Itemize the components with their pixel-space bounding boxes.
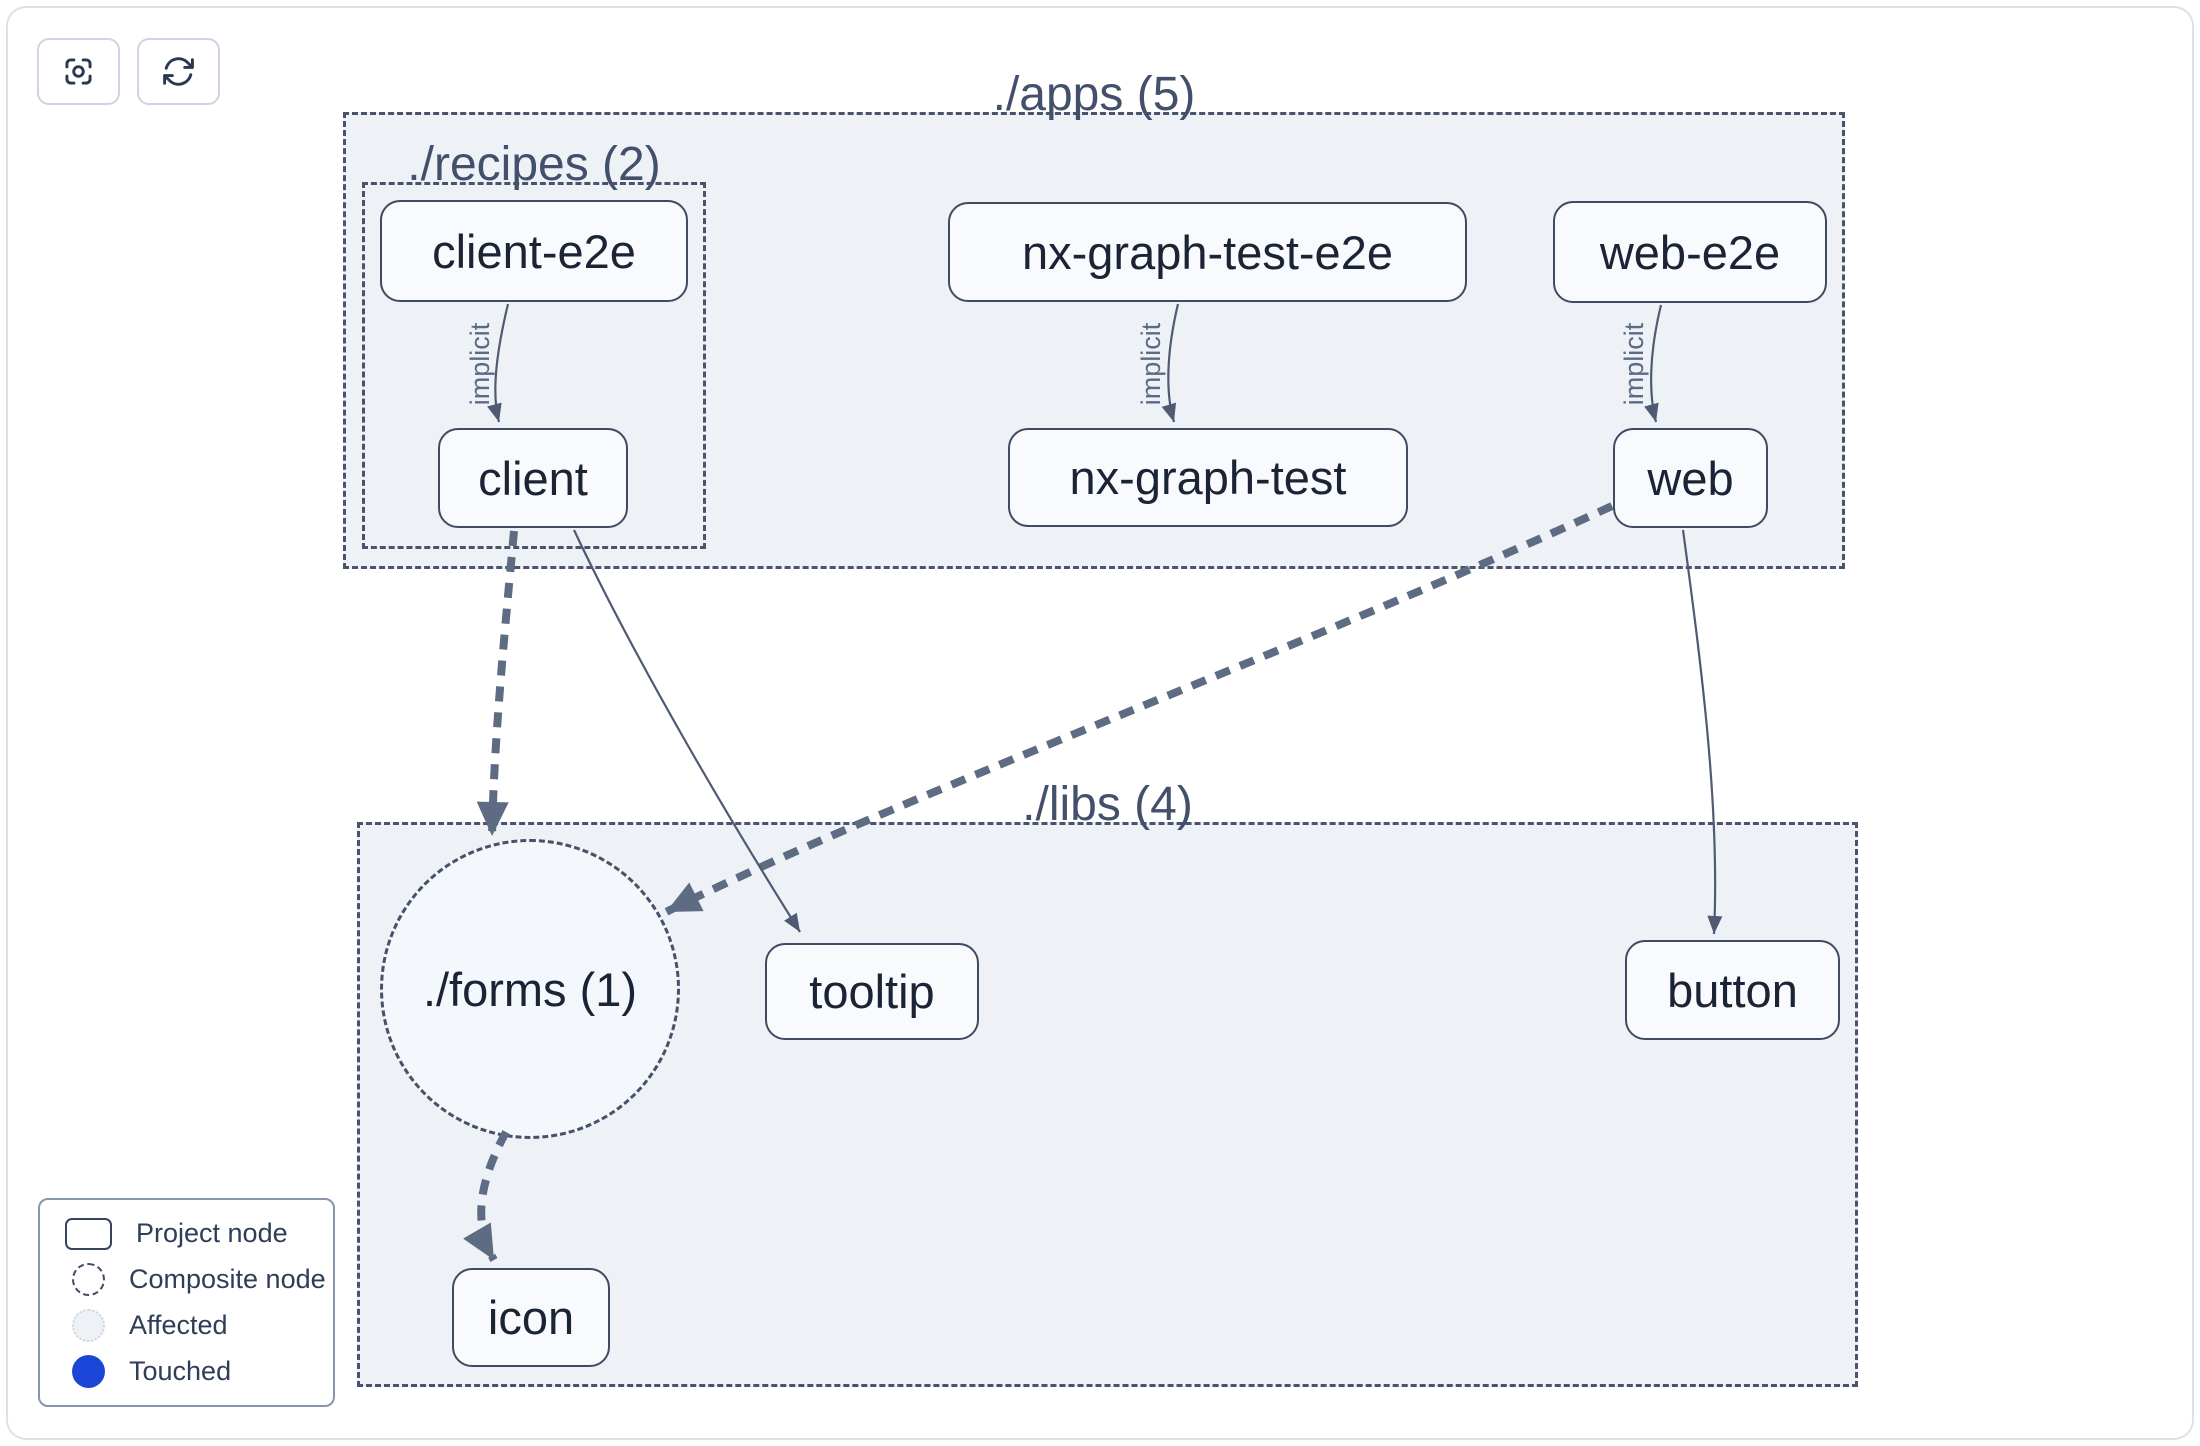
- affected-swatch-icon: [72, 1309, 105, 1342]
- node-tooltip[interactable]: tooltip: [765, 943, 979, 1040]
- legend-label: Touched: [129, 1356, 232, 1386]
- composite-node-swatch-icon: [72, 1263, 105, 1296]
- legend-item-composite-node: Composite node: [65, 1263, 333, 1296]
- legend-label: Composite node: [129, 1264, 326, 1294]
- node-label: web-e2e: [1599, 225, 1781, 279]
- legend-item-touched: Touched: [65, 1355, 333, 1388]
- node-label: web: [1647, 451, 1734, 505]
- node-label: client-e2e: [432, 224, 636, 278]
- node-nx-graph-test-e2e[interactable]: nx-graph-test-e2e: [948, 202, 1467, 302]
- refresh-graph-button[interactable]: [137, 38, 220, 105]
- refresh-icon: [160, 53, 197, 90]
- legend-label: Affected: [129, 1310, 228, 1340]
- composite-node-forms[interactable]: ./forms (1): [380, 839, 680, 1139]
- node-label: icon: [487, 1291, 575, 1344]
- node-label: button: [1667, 963, 1798, 1017]
- composite-node-forms-label: ./forms (1): [422, 962, 638, 1016]
- legend-label: Project node: [136, 1218, 288, 1248]
- touched-swatch-icon: [72, 1355, 105, 1388]
- legend-item-affected: Affected: [65, 1309, 333, 1342]
- node-client-e2e[interactable]: client-e2e: [380, 200, 688, 302]
- node-client[interactable]: client: [438, 428, 628, 528]
- node-nx-graph-test[interactable]: nx-graph-test: [1008, 428, 1408, 527]
- legend: Project node Composite node Affected Tou…: [38, 1198, 335, 1407]
- node-label: nx-graph-test: [1069, 451, 1347, 504]
- node-icon[interactable]: icon: [452, 1268, 610, 1367]
- node-label: tooltip: [809, 965, 935, 1018]
- project-node-swatch-icon: [65, 1217, 112, 1250]
- focus-icon: [60, 53, 97, 90]
- group-apps-label: ./apps (5): [992, 68, 1196, 121]
- node-label: nx-graph-test-e2e: [1022, 225, 1393, 279]
- center-graph-button[interactable]: [37, 38, 120, 105]
- node-label: client: [478, 451, 588, 505]
- legend-item-project-node: Project node: [65, 1217, 333, 1250]
- node-button[interactable]: button: [1625, 940, 1840, 1040]
- edge-client-to-forms: [476, 530, 518, 837]
- node-web[interactable]: web: [1613, 428, 1768, 528]
- group-libs-label: ./libs (4): [1022, 778, 1193, 831]
- node-web-e2e[interactable]: web-e2e: [1553, 201, 1827, 303]
